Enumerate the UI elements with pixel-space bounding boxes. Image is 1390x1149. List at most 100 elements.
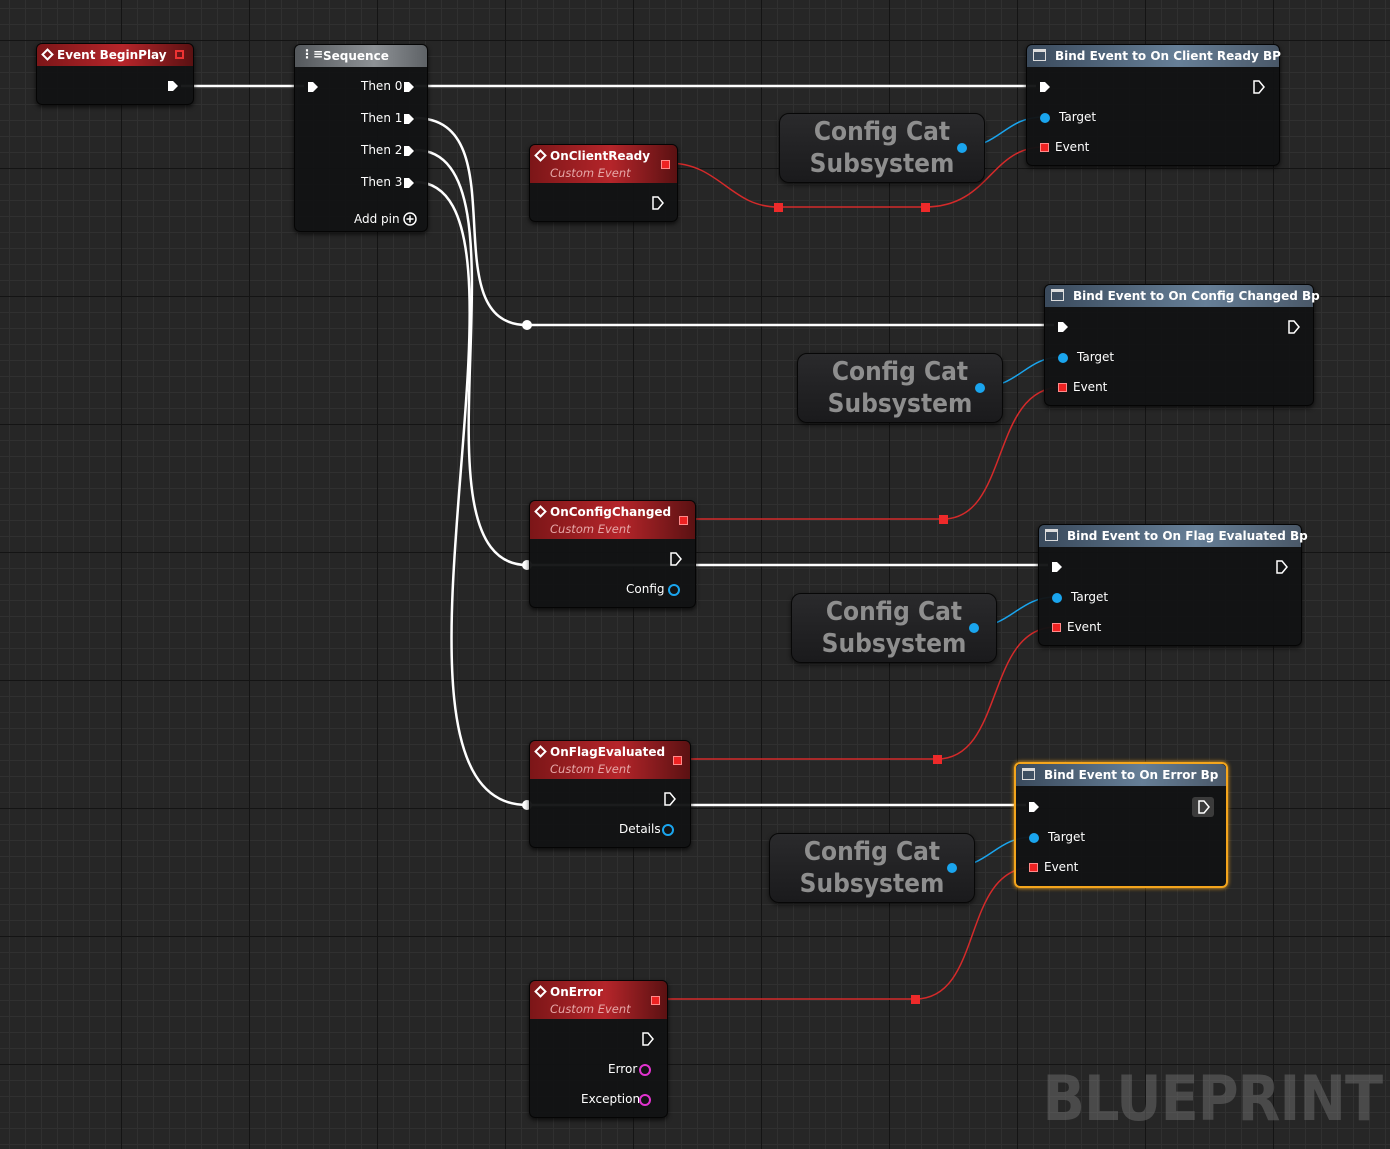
delegate-output-pin[interactable] — [651, 996, 660, 1005]
delegate-reroute-node[interactable] — [911, 995, 920, 1004]
on-error-node[interactable]: OnError Custom Event Error Exception — [529, 980, 668, 1118]
event-label: Event — [1067, 620, 1102, 634]
event-input-pin[interactable] — [1058, 383, 1067, 392]
subsystem-output-pin[interactable] — [975, 383, 985, 393]
bind-config-changed-node[interactable]: Bind Event to On Config Changed Bp Targe… — [1044, 284, 1320, 406]
delegate-reroute-node[interactable] — [921, 203, 930, 212]
then-2-pin[interactable] — [403, 145, 415, 157]
exec-output-pin[interactable] — [642, 1032, 654, 1046]
node-header: Bind Event to On Config Changed Bp — [1045, 285, 1320, 307]
sequence-icon: ⋮≡ — [301, 47, 324, 61]
target-input-pin[interactable] — [1058, 353, 1068, 363]
on-config-changed-node[interactable]: OnConfigChanged Custom Event Config — [529, 500, 696, 608]
exec-output-pin[interactable] — [1276, 560, 1288, 574]
subsystem-line2: Subsystem — [809, 149, 955, 179]
delegate-wire-config — [686, 386, 1063, 520]
target-input-pin[interactable] — [1052, 593, 1062, 603]
subsystem-output-pin[interactable] — [957, 143, 967, 153]
node-title: OnError — [550, 985, 603, 999]
node-subtitle: Custom Event — [550, 762, 631, 776]
event-diamond-icon — [534, 149, 547, 162]
exec-output-pin-hover[interactable] — [1192, 797, 1214, 817]
delegate-output-pin[interactable] — [175, 50, 184, 59]
node-subtitle: Custom Event — [550, 522, 631, 536]
node-header: Bind Event to On Flag Evaluated Bp — [1039, 525, 1308, 547]
config-cat-subsystem-node[interactable]: Config Cat Subsystem — [791, 593, 997, 663]
node-header: OnConfigChanged Custom Event — [530, 501, 695, 539]
sequence-node[interactable]: ⋮≡ Sequence Then 0 Then 1 Then 2 Then 3 … — [294, 44, 428, 232]
node-title: Bind Event to On Error Bp — [1044, 768, 1219, 782]
delegate-reroute-node[interactable] — [933, 755, 942, 764]
details-output-label: Details — [619, 822, 661, 836]
exec-input-pin[interactable] — [1051, 561, 1063, 573]
config-cat-subsystem-node[interactable]: Config Cat Subsystem — [797, 353, 1003, 423]
subsystem-output-pin[interactable] — [947, 863, 957, 873]
target-input-pin[interactable] — [1029, 833, 1039, 843]
then-3-pin[interactable] — [403, 177, 415, 189]
target-input-pin[interactable] — [1040, 113, 1050, 123]
bind-flag-evaluated-node[interactable]: Bind Event to On Flag Evaluated Bp Targe… — [1038, 524, 1308, 646]
on-client-ready-node[interactable]: OnClientReady Custom Event — [529, 144, 678, 222]
event-label: Event — [1044, 860, 1079, 874]
delegate-output-pin[interactable] — [673, 756, 682, 765]
reroute-node[interactable] — [522, 320, 532, 330]
exec-input-pin[interactable] — [1039, 81, 1051, 93]
node-header: OnClientReady Custom Event — [530, 145, 677, 183]
event-diamond-icon — [534, 745, 547, 758]
reroute-node[interactable] — [522, 560, 532, 570]
exec-output-pin[interactable] — [652, 196, 664, 210]
event-input-pin[interactable] — [1029, 863, 1038, 872]
config-cat-subsystem-node[interactable]: Config Cat Subsystem — [779, 113, 985, 183]
exec-output-pin[interactable] — [1288, 320, 1300, 334]
subsystem-line2: Subsystem — [799, 869, 945, 899]
event-beginplay-node[interactable]: Event BeginPlay — [36, 43, 194, 105]
on-flag-evaluated-node[interactable]: OnFlagEvaluated Custom Event Details — [529, 740, 691, 848]
node-header: Event BeginPlay — [37, 44, 193, 66]
then-1-pin[interactable] — [403, 113, 415, 125]
then-0-label: Then 0 — [361, 79, 403, 93]
target-label: Target — [1059, 110, 1097, 124]
exec-output-pin[interactable] — [670, 552, 682, 566]
config-cat-subsystem-node[interactable]: Config Cat Subsystem — [769, 833, 975, 903]
event-diamond-icon — [41, 48, 54, 61]
delegate-reroute-node[interactable] — [774, 203, 783, 212]
exec-output-pin[interactable] — [1253, 80, 1265, 94]
exec-output-pin[interactable] — [664, 792, 676, 806]
add-pin-icon[interactable] — [403, 212, 417, 226]
delegate-reroute-node[interactable] — [939, 515, 948, 524]
config-output-pin[interactable] — [668, 584, 680, 596]
exception-output-pin[interactable] — [639, 1094, 651, 1106]
delegate-output-pin[interactable] — [679, 516, 688, 525]
add-pin-label[interactable]: Add pin — [354, 212, 400, 226]
subsystem-output-pin[interactable] — [969, 623, 979, 633]
exec-output-pin[interactable] — [167, 80, 179, 92]
event-label: Event — [1055, 140, 1090, 154]
reroute-node[interactable] — [522, 800, 532, 810]
bind-client-ready-node[interactable]: Bind Event to On Client Ready BP Target … — [1026, 44, 1281, 166]
node-title: Event BeginPlay — [57, 48, 167, 62]
exec-input-pin[interactable] — [307, 81, 319, 93]
subsystem-line2: Subsystem — [821, 629, 967, 659]
target-label: Target — [1077, 350, 1115, 364]
exec-output-pin[interactable] — [1198, 800, 1210, 814]
node-header: OnFlagEvaluated Custom Event — [530, 741, 690, 779]
error-output-pin[interactable] — [639, 1064, 651, 1076]
exec-wire-then2-reroute — [414, 148, 528, 567]
details-output-pin[interactable] — [662, 824, 674, 836]
event-label: Event — [1073, 380, 1108, 394]
node-title: Bind Event to On Config Changed Bp — [1073, 289, 1320, 303]
exec-input-pin[interactable] — [1057, 321, 1069, 333]
bind-error-node[interactable]: Bind Event to On Error Bp Target Event — [1014, 762, 1228, 888]
delegate-output-pin[interactable] — [661, 160, 670, 169]
then-2-label: Then 2 — [361, 143, 403, 157]
node-header: ⋮≡ Sequence — [295, 45, 427, 67]
node-subtitle: Custom Event — [550, 166, 631, 180]
event-input-pin[interactable] — [1052, 623, 1061, 632]
event-diamond-icon — [534, 985, 547, 998]
event-input-pin[interactable] — [1040, 143, 1049, 152]
subsystem-line1: Config Cat — [813, 117, 951, 147]
exec-input-pin[interactable] — [1028, 801, 1040, 813]
then-0-pin[interactable] — [403, 81, 415, 93]
subsystem-line1: Config Cat — [803, 837, 941, 867]
subsystem-line1: Config Cat — [825, 597, 963, 627]
